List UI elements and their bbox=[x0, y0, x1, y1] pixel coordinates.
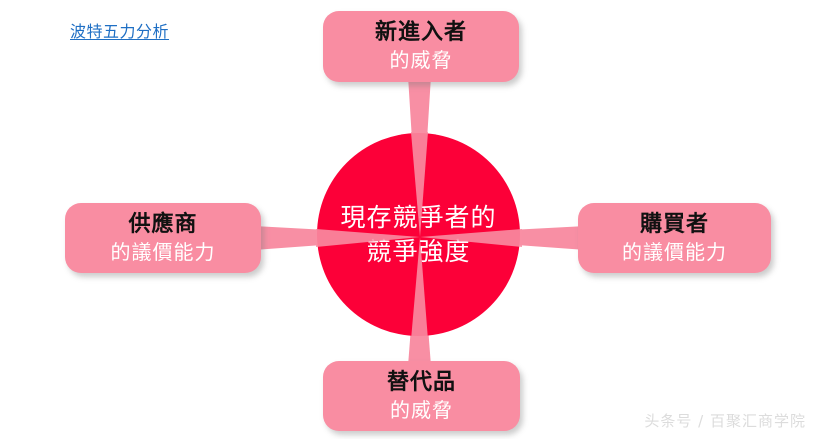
page-title-link[interactable]: 波特五力分析 bbox=[70, 22, 170, 41]
force-box-substitutes[interactable]: 替代品 的威脅 bbox=[323, 361, 520, 431]
watermark: 头条号 / 百聚汇商学院 bbox=[644, 412, 806, 430]
force-box-substitutes-subtitle: 的威脅 bbox=[390, 397, 453, 422]
force-box-suppliers-title: 供應商 bbox=[128, 211, 198, 237]
center-node-line-1: 現存競爭者的 bbox=[340, 202, 497, 232]
force-box-substitutes-title: 替代品 bbox=[386, 369, 456, 395]
force-box-buyers[interactable]: 購買者 的議價能力 bbox=[578, 203, 771, 273]
force-box-buyers-subtitle: 的議價能力 bbox=[622, 239, 727, 264]
force-box-suppliers-subtitle: 的議價能力 bbox=[110, 239, 216, 264]
center-node-line-2: 競爭強度 bbox=[366, 236, 471, 266]
force-box-buyers-title: 購買者 bbox=[639, 211, 709, 237]
center-node-existing-rivalry[interactable]: 現存競爭者的 競爭強度 bbox=[317, 133, 520, 336]
force-box-new-entrants-title: 新進入者 bbox=[374, 20, 467, 45]
force-box-new-entrants-subtitle: 的威脅 bbox=[389, 48, 453, 72]
force-box-suppliers[interactable]: 供應商 的議價能力 bbox=[65, 203, 261, 273]
force-box-new-entrants[interactable]: 新進入者 的威脅 bbox=[323, 11, 519, 82]
